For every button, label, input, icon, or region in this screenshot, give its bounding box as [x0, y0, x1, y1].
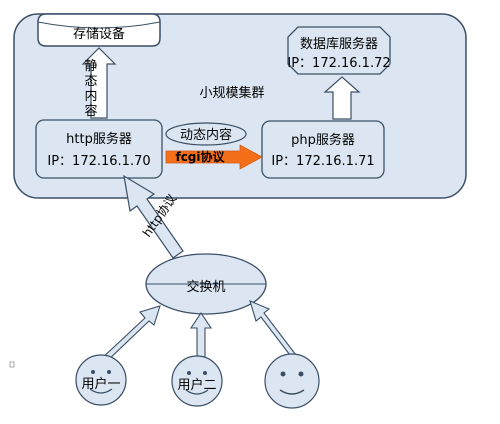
user1-label: 用户一: [81, 376, 120, 392]
user1-eye-left-icon: [91, 370, 95, 374]
user3-eye-right-icon: [298, 371, 304, 377]
db-link-arrow: [323, 76, 361, 120]
user1-eye-right-icon: [107, 370, 111, 374]
user2-smile-icon: [185, 389, 209, 395]
fcgi-label: fcgi协议: [175, 149, 225, 164]
user2-eye-right-icon: [203, 371, 207, 375]
dynamic-content-label: 动态内容: [180, 127, 232, 143]
database-server-ip: IP：172.16.1.72: [287, 56, 390, 71]
http-server: http服务器 IP：172.16.1.70: [35, 119, 163, 179]
user3-arrow: [249, 300, 300, 364]
user1: 用户一: [75, 354, 127, 406]
user2-label: 用户二: [177, 377, 216, 393]
static-content-char-2: 态: [84, 74, 97, 89]
storage-label: 存储设备: [73, 26, 125, 42]
storage-device: 存储设备: [37, 13, 161, 47]
user2-eye-left-icon: [187, 371, 191, 375]
php-server-ip: IP：172.16.1.71: [271, 154, 374, 169]
switch: 交换机: [145, 253, 267, 315]
static-content-arrow: [81, 47, 117, 119]
php-server-name: php服务器: [291, 132, 355, 148]
database-server-name: 数据库服务器: [300, 36, 378, 52]
http-server-name: http服务器: [66, 131, 132, 147]
user1-smile-icon: [89, 388, 113, 394]
php-server: php服务器 IP：172.16.1.71: [261, 120, 385, 179]
stray-marker-icon: [9, 361, 15, 368]
http-server-ip: IP：172.16.1.70: [47, 154, 150, 169]
static-content-char-1: 静: [84, 59, 97, 74]
switch-label: 交换机: [186, 279, 225, 295]
user2: 用户二: [171, 355, 223, 407]
fcgi-arrow: fcgi协议: [165, 144, 263, 170]
user1-arrow: [99, 305, 161, 365]
http-protocol-arrow: [123, 174, 184, 259]
user2-arrow: [189, 312, 213, 363]
cluster-label: 小规模集群: [199, 85, 264, 101]
user3: [264, 353, 320, 409]
static-content-label: 静 态 内 容: [84, 59, 97, 119]
database-server: 数据库服务器 IP：172.16.1.72: [287, 26, 391, 75]
static-content-char-4: 容: [84, 103, 97, 119]
dynamic-content-bubble: 动态内容: [165, 122, 247, 146]
user3-smile-icon: [279, 389, 305, 395]
static-content-char-3: 内: [84, 88, 97, 104]
user3-eye-left-icon: [280, 371, 286, 377]
